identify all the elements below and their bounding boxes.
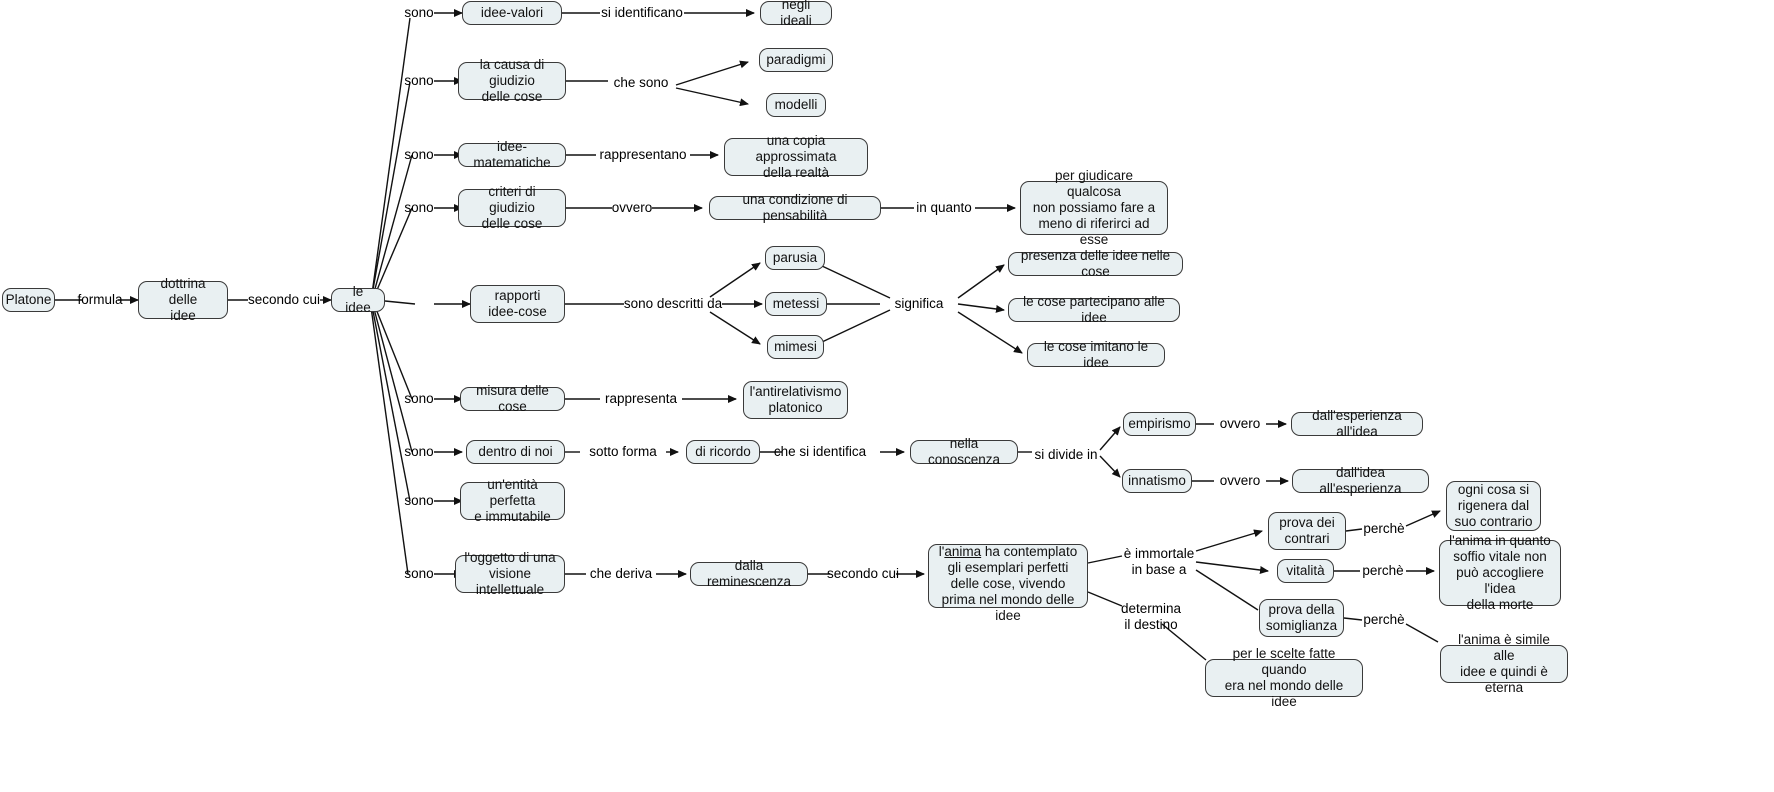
node-le-cose-imitano-le-idee[interactable]: le cose imitano le idee: [1027, 339, 1165, 370]
node-idee-valori[interactable]: idee-valori: [462, 1, 562, 25]
node-loggetto-di-una-visione-intellettuale[interactable]: l'oggetto di una visione intellettuale: [455, 550, 565, 597]
node-unentita-perfetta-e-immutabile[interactable]: un'entità perfetta e immutabile: [460, 477, 565, 524]
node-dentro-di-noi[interactable]: dentro di noi: [466, 440, 565, 464]
node-nella-conoscenza[interactable]: nella conoscenza: [910, 436, 1018, 467]
node-idee-matematiche[interactable]: idee-matematiche: [458, 139, 566, 170]
node-le-cose-partecipano-alle-idee[interactable]: le cose partecipano alle idee: [1008, 294, 1180, 325]
node-negli-ideali[interactable]: negli ideali: [760, 0, 832, 28]
anima-suffix: ha contemplato gli esemplari perfetti de…: [941, 544, 1078, 623]
node-criteri-di-giudizio-delle-cose[interactable]: criteri di giudizio delle cose: [458, 184, 566, 231]
anima-prefix: l': [938, 544, 945, 560]
node-mimesi[interactable]: mimesi: [767, 335, 824, 359]
anima-text: l'anima ha contemplato gli esemplari per…: [936, 528, 1080, 624]
node-prova-della-somiglianza[interactable]: prova della somiglianza: [1259, 599, 1344, 637]
node-platone[interactable]: Platone: [2, 288, 55, 312]
node-ogni-cosa-si-rigenera[interactable]: ogni cosa si rigenera dal suo contrario: [1446, 481, 1541, 531]
node-una-copia-approssimata-della-realta[interactable]: una copia approssimata della realtà: [724, 133, 868, 180]
node-lantirelativismo-platonico[interactable]: l'antirelativismo platonico: [743, 381, 848, 419]
node-dalla-reminescenza[interactable]: dalla reminescenza: [690, 558, 808, 589]
node-parusia[interactable]: parusia: [765, 246, 825, 270]
node-le-idee[interactable]: le idee: [331, 284, 385, 315]
node-dallesperienza-allidea[interactable]: dall'esperienza all'idea: [1291, 408, 1423, 439]
anima-link[interactable]: anima: [944, 544, 982, 560]
node-metessi[interactable]: metessi: [765, 292, 827, 316]
node-paradigmi[interactable]: paradigmi: [759, 48, 833, 72]
node-anima-simile-alle-idee[interactable]: l'anima è simile alle idee e quindi è et…: [1440, 632, 1568, 695]
node-per-le-scelte-fatte[interactable]: per le scelte fatte quando era nel mondo…: [1205, 646, 1363, 709]
node-prova-dei-contrari[interactable]: prova dei contrari: [1268, 512, 1346, 550]
node-vitalita[interactable]: vitalità: [1277, 559, 1334, 583]
node-per-giudicare-qualcosa[interactable]: per giudicare qualcosa non possiamo fare…: [1020, 168, 1168, 247]
node-empirismo[interactable]: empirismo: [1123, 412, 1196, 436]
node-dottrina-delle-idee[interactable]: dottrina delle idee: [138, 276, 228, 323]
node-innatismo[interactable]: innatismo: [1122, 469, 1192, 493]
node-la-causa-di-giudizio-delle-cose[interactable]: la causa di giudizio delle cose: [458, 57, 566, 104]
node-misura-delle-cose[interactable]: misura delle cose: [460, 383, 565, 414]
node-una-condizione-di-pensabilita[interactable]: una condizione di pensabilità: [709, 192, 881, 223]
node-dallidea-allesperienza[interactable]: dall'idea all'esperienza: [1292, 465, 1429, 496]
node-modelli[interactable]: modelli: [766, 93, 826, 117]
node-presenza-delle-idee-nelle-cose[interactable]: presenza delle idee nelle cose: [1008, 248, 1183, 279]
node-di-ricordo[interactable]: di ricordo: [686, 440, 760, 464]
node-anima-ha-contemplato: l'anima ha contemplato gli esemplari per…: [928, 544, 1088, 623]
node-rapporti-idee-cose[interactable]: rapporti idee-cose: [470, 285, 565, 323]
node-anima-soffio-vitale[interactable]: l'anima in quanto soffio vitale non può …: [1439, 533, 1561, 612]
